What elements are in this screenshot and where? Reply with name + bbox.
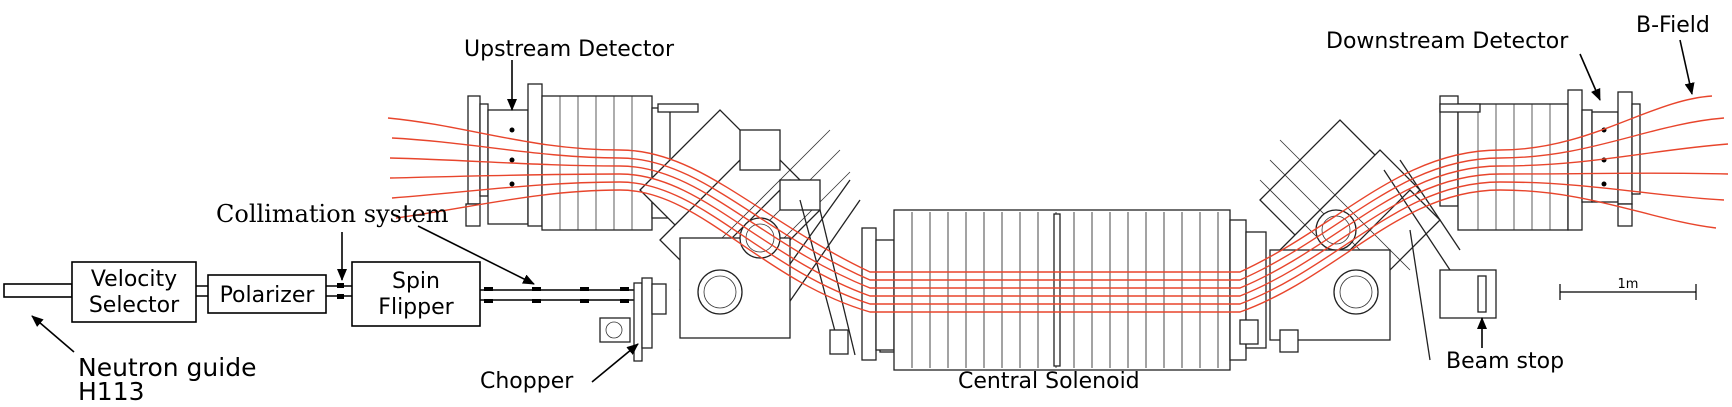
central-solenoid (861, 209, 1267, 371)
neutron-guide-label-line1: Neutron guide (78, 353, 256, 382)
central-solenoid-label: Central Solenoid (958, 369, 1140, 394)
spin-flipper-box (351, 261, 481, 327)
neutron-guide-arrow (31, 315, 75, 353)
solenoid-midplane (1053, 213, 1061, 367)
scale-bar (1559, 284, 1697, 300)
neutron-guide-label-line2: H113 (78, 377, 145, 406)
velocity-selector-box (71, 261, 197, 323)
chopper-arrow (591, 343, 639, 383)
velocity-selector-label-line1: Velocity (91, 267, 177, 292)
collimator-element (337, 294, 344, 299)
chopper (599, 277, 667, 362)
collimator-element (337, 283, 344, 288)
b-field-arrow (1679, 39, 1695, 95)
collimation-arrow-right (417, 225, 535, 285)
spin-flipper-label-line1: Spin (392, 269, 440, 294)
velocity-selector-label-line2: Selector (89, 293, 180, 318)
collimation-tube (480, 287, 640, 303)
downstream-detector-label: Downstream Detector (1326, 29, 1569, 54)
polarizer-label: Polarizer (220, 283, 316, 308)
upstream-bend-section (639, 109, 899, 356)
spin-flipper-label-line2: Flipper (378, 295, 454, 320)
scale-bar-label: 1m (1618, 277, 1639, 292)
chopper-label: Chopper (480, 369, 574, 394)
upstream-detector-label: Upstream Detector (464, 37, 675, 62)
beam-stop (1439, 269, 1497, 319)
b-field-label: B-Field (1636, 13, 1710, 38)
collimation-system-label: Collimation system (216, 200, 449, 228)
polarizer-box (207, 274, 327, 314)
downstream-bend-section (1239, 119, 1461, 361)
beam-stop-label: Beam stop (1446, 349, 1564, 374)
upstream-detector-assembly (465, 83, 699, 231)
b-field-lines (387, 95, 1729, 313)
neutron-guide (3, 283, 73, 298)
downstream-detector-arrow (1579, 53, 1601, 101)
